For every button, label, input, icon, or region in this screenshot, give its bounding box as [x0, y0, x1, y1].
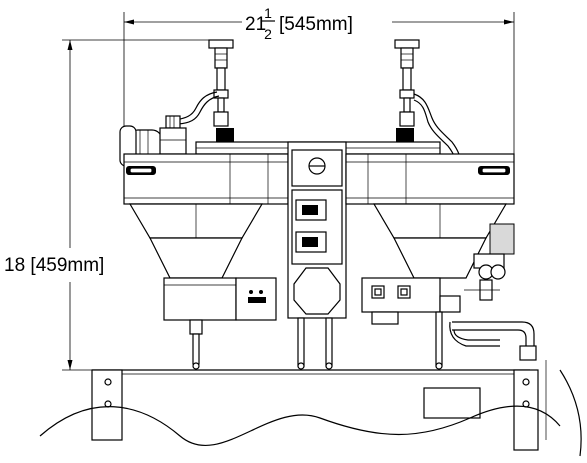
- right-valve-assembly: [439, 223, 537, 361]
- right-pipe-outer: [452, 321, 535, 358]
- height-label: 18 [459mm]: [4, 255, 104, 276]
- height-arrow-bottom: [67, 360, 73, 370]
- left-hose: [175, 91, 218, 121]
- width-arrow-left: [124, 19, 134, 25]
- break-line: [39, 405, 561, 447]
- right-cap: [394, 39, 420, 49]
- width-fraction-numerator: 1: [264, 5, 272, 21]
- support-legs: [192, 311, 443, 370]
- base-stand: [39, 360, 582, 457]
- width-dimension: 21 1 2 [545mm]: [123, 5, 515, 170]
- left-hopper-lower-cone: [149, 237, 243, 279]
- left-hopper: [123, 153, 289, 365]
- left-discharge-pipe: [192, 333, 200, 365]
- right-motor-block: [489, 223, 515, 255]
- right-hopper-upper-body: [345, 153, 515, 205]
- left-cap: [208, 39, 234, 49]
- width-whole: 21: [245, 14, 266, 35]
- center-hex-plate: [293, 267, 341, 315]
- right-pipe-inner: [452, 329, 527, 358]
- height-dimension: 18 [459mm]: [4, 39, 222, 371]
- right-edge-curve: [559, 369, 582, 457]
- width-arrow-right: [504, 19, 514, 25]
- center-control-panel: [287, 141, 347, 319]
- right-cap-stem: [400, 47, 414, 69]
- left-feeder-label: [248, 297, 266, 303]
- right-hopper: [345, 153, 515, 325]
- left-hopper-upper-body: [123, 153, 289, 205]
- right-hopper-lower-cone: [393, 237, 487, 279]
- base-right-panel: [423, 387, 481, 419]
- left-feeder-box: [163, 277, 237, 321]
- width-metric: [545mm]: [279, 14, 353, 35]
- left-cap-stem: [214, 47, 228, 69]
- height-arrow-top: [67, 40, 73, 50]
- left-breather-assembly: [165, 39, 234, 148]
- width-fraction-denominator: 2: [264, 26, 272, 42]
- right-pipe-lower: [449, 321, 500, 347]
